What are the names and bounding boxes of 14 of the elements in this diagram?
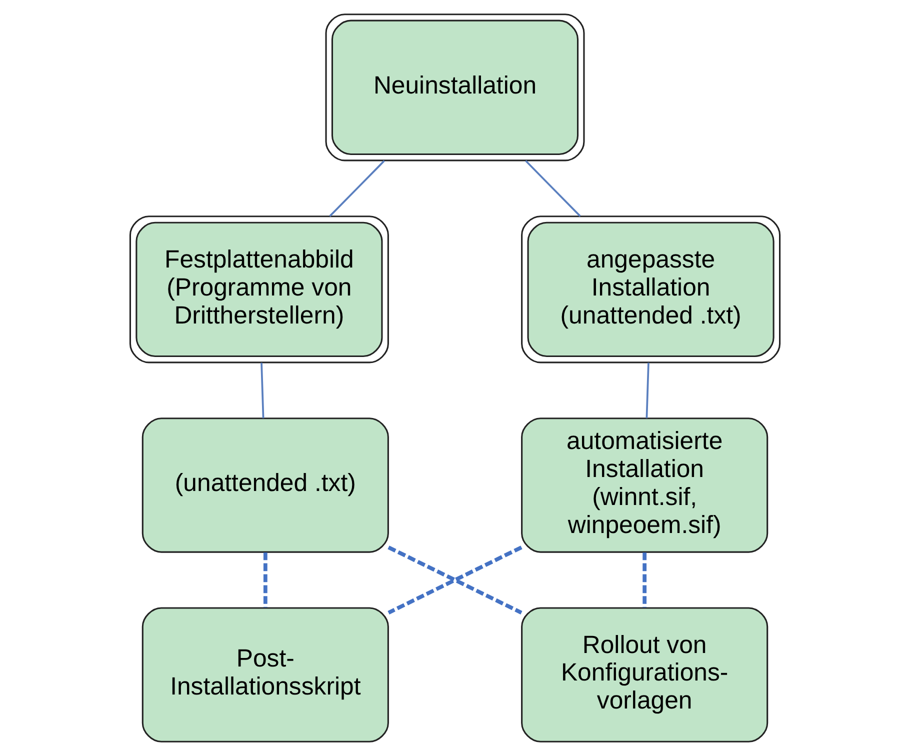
node-box: Post- Installationsskript: [142, 607, 389, 742]
node-box: automatisierte Installation (winnt.sif, winpeoem.sif): [521, 418, 768, 553]
connector: [642, 552, 647, 608]
connector: [329, 160, 385, 217]
node-box: Neuinstallation: [325, 14, 585, 162]
node-box: Rollout von Konfigurations- vorlagen: [521, 607, 768, 742]
connector: [263, 552, 268, 608]
connector: [260, 362, 264, 418]
connector: [646, 362, 650, 418]
node-box: (unattended .txt): [142, 418, 389, 553]
node-box: angepasste Installation (unattended .txt): [521, 216, 781, 364]
connector: [388, 546, 522, 614]
node-box: Festplattenabbild (Programme von Drittherstellern): [129, 216, 389, 364]
connector: [525, 160, 581, 217]
